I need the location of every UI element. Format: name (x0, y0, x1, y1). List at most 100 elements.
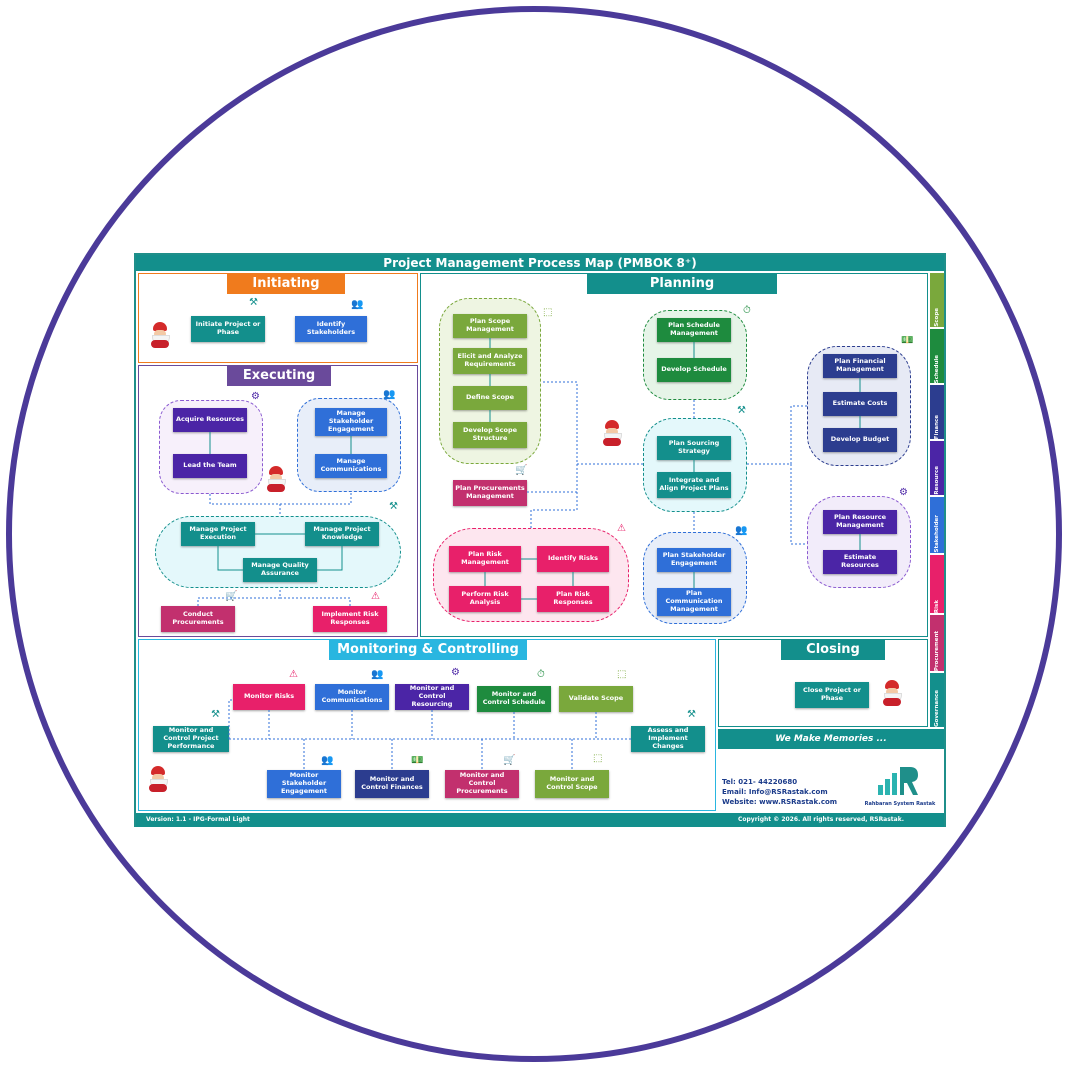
monitor-schedule-box[interactable]: Monitor and Control Schedule (477, 686, 551, 712)
toolbox-icon: ⚙ (899, 487, 908, 498)
santa-icon (601, 420, 623, 446)
monitoring-section: Monitoring & Controlling Monitor Risks M… (138, 639, 716, 811)
assess-changes-box[interactable]: Assess and Implement Changes (631, 726, 705, 752)
develop-scope-box[interactable]: Develop Scope Structure (453, 422, 527, 448)
cart-icon: 🛒 (225, 591, 238, 602)
tab-stakeholder[interactable]: Stakeholder (930, 497, 944, 553)
contact-email[interactable]: Email: Info@RSRastak.com (722, 788, 828, 796)
tab-scope[interactable]: Scope (930, 273, 944, 327)
estimate-resources-box[interactable]: Estimate Resources (823, 550, 897, 574)
people-icon: 👥 (351, 299, 364, 310)
elicit-requirements-box[interactable]: Elicit and Analyze Requirements (453, 348, 527, 374)
plan-financial-box[interactable]: Plan Financial Management (823, 354, 897, 378)
company-logo (878, 767, 918, 795)
toolbox-icon: ⚙ (451, 667, 460, 678)
tab-procurement[interactable]: Procurement (930, 615, 944, 671)
initiating-title: Initiating (227, 274, 345, 294)
develop-schedule-box[interactable]: Develop Schedule (657, 358, 731, 382)
monitor-stakeholder-box[interactable]: Monitor Stakeholder Engagement (267, 770, 341, 798)
tab-schedule[interactable]: Schedule (930, 329, 944, 383)
manage-knowledge-box[interactable]: Manage Project Knowledge (305, 522, 379, 546)
santa-icon (147, 766, 169, 792)
tab-finance[interactable]: Finance (930, 385, 944, 439)
monitor-scope-box[interactable]: Monitor and Control Scope (535, 770, 609, 798)
define-scope-box[interactable]: Define Scope (453, 386, 527, 410)
cube-icon: ⬚ (617, 669, 627, 680)
people-icon: 👥 (371, 669, 384, 680)
cube-icon: ⬚ (593, 753, 603, 764)
plan-scope-box[interactable]: Plan Scope Management (453, 314, 527, 338)
process-map: Project Management Process Map (PMBOK 8⁺… (134, 253, 946, 827)
acquire-resources-box[interactable]: Acquire Resources (173, 408, 247, 432)
executing-section: Executing Acquire Resources Lead the Tea… (138, 365, 418, 637)
stopwatch-icon: ⏱ (537, 669, 545, 680)
company-name: Rahbaran System Rastak (864, 801, 936, 807)
gavel-icon: ⚒ (211, 709, 220, 720)
manage-execution-box[interactable]: Manage Project Execution (181, 522, 255, 546)
toolbox-icon: ⚙ (251, 391, 260, 402)
initiate-project-box[interactable]: Initiate Project or Phase (191, 316, 265, 342)
contact-tel: Tel: 021- 44220680 (722, 778, 798, 786)
identify-stakeholders-box[interactable]: Identify Stakeholders (295, 316, 367, 342)
planning-connectors (484, 338, 861, 600)
lead-team-box[interactable]: Lead the Team (173, 454, 247, 478)
contact-website[interactable]: Website: www.RSRastak.com (722, 798, 838, 806)
initiating-section: Initiating Initiate Project or Phase Ide… (138, 273, 418, 363)
identify-risks-box[interactable]: Identify Risks (537, 546, 609, 572)
warning-icon: ⚠ (617, 523, 626, 534)
monitoring-title: Monitoring & Controlling (329, 640, 527, 660)
santa-icon (881, 680, 903, 706)
cube-icon: ⬚ (543, 307, 553, 318)
perform-risk-box[interactable]: Perform Risk Analysis (449, 586, 521, 612)
monitor-communications-box[interactable]: Monitor Communications (315, 684, 389, 710)
estimate-costs-box[interactable]: Estimate Costs (823, 392, 897, 416)
tab-risk[interactable]: Risk (930, 555, 944, 613)
tab-governance[interactable]: Governance (930, 673, 944, 727)
executing-connectors (197, 432, 352, 606)
planning-section: Planning Plan Scope Management Elicit an… (420, 273, 928, 637)
close-project-box[interactable]: Close Project or Phase (795, 682, 869, 708)
manage-quality-box[interactable]: Manage Quality Assurance (243, 558, 317, 582)
develop-budget-box[interactable]: Develop Budget (823, 428, 897, 452)
people-icon: 👥 (321, 755, 334, 766)
version-text: Version: 1.1 - IPG-Formal Light (146, 816, 250, 823)
map-title: Project Management Process Map (PMBOK 8⁺… (136, 255, 944, 271)
monitor-finances-box[interactable]: Monitor and Control Finances (355, 770, 429, 798)
plan-risk-responses-box[interactable]: Plan Risk Responses (537, 586, 609, 612)
plan-resource-box[interactable]: Plan Resource Management (823, 510, 897, 534)
conduct-procurements-box[interactable]: Conduct Procurements (161, 606, 235, 632)
warning-icon: ⚠ (289, 669, 298, 680)
money-icon: 💵 (901, 335, 914, 346)
people-icon: 👥 (735, 525, 748, 536)
monitor-procurements-box[interactable]: Monitor and Control Procurements (445, 770, 519, 798)
contact-info: Tel: 021- 44220680 Email: Info@RSRastak.… (722, 777, 862, 807)
plan-risk-box[interactable]: Plan Risk Management (449, 546, 521, 572)
integrate-plans-box[interactable]: Integrate and Align Project Plans (657, 472, 731, 498)
cart-icon: 🛒 (503, 755, 516, 766)
santa-icon (265, 466, 287, 492)
plan-sourcing-box[interactable]: Plan Sourcing Strategy (657, 436, 731, 460)
plan-communication-box[interactable]: Plan Communication Management (657, 588, 731, 616)
validate-scope-box[interactable]: Validate Scope (559, 686, 633, 712)
manage-stakeholder-box[interactable]: Manage Stakeholder Engagement (315, 408, 387, 436)
money-icon: 💵 (411, 755, 424, 766)
plan-procurements-box[interactable]: Plan Procurements Management (453, 480, 527, 506)
warning-icon: ⚠ (371, 591, 380, 602)
copyright-text: Copyright © 2026. All rights reserved, R… (737, 816, 904, 823)
santa-icon (149, 322, 171, 348)
gavel-icon: ⚒ (737, 405, 746, 416)
stopwatch-icon: ⏱ (743, 305, 751, 316)
plan-schedule-box[interactable]: Plan Schedule Management (657, 318, 731, 342)
monitor-resourcing-box[interactable]: Monitor and Control Resourcing (395, 684, 469, 710)
plan-stakeholder-box[interactable]: Plan Stakeholder Engagement (657, 548, 731, 572)
people-icon: 👥 (383, 389, 396, 400)
circle-frame (6, 6, 1062, 1062)
manage-communications-box[interactable]: Manage Communications (315, 454, 387, 478)
cart-icon: 🛒 (515, 465, 528, 476)
monitor-performance-box[interactable]: Monitor and Control Project Performance (153, 726, 229, 752)
footer-bar: Version: 1.1 - IPG-Formal Light Copyrigh… (136, 813, 944, 827)
implement-risk-box[interactable]: Implement Risk Responses (313, 606, 387, 632)
gavel-icon: ⚒ (687, 709, 696, 720)
tab-resource[interactable]: Resource (930, 441, 944, 495)
monitor-risks-box[interactable]: Monitor Risks (233, 684, 305, 710)
